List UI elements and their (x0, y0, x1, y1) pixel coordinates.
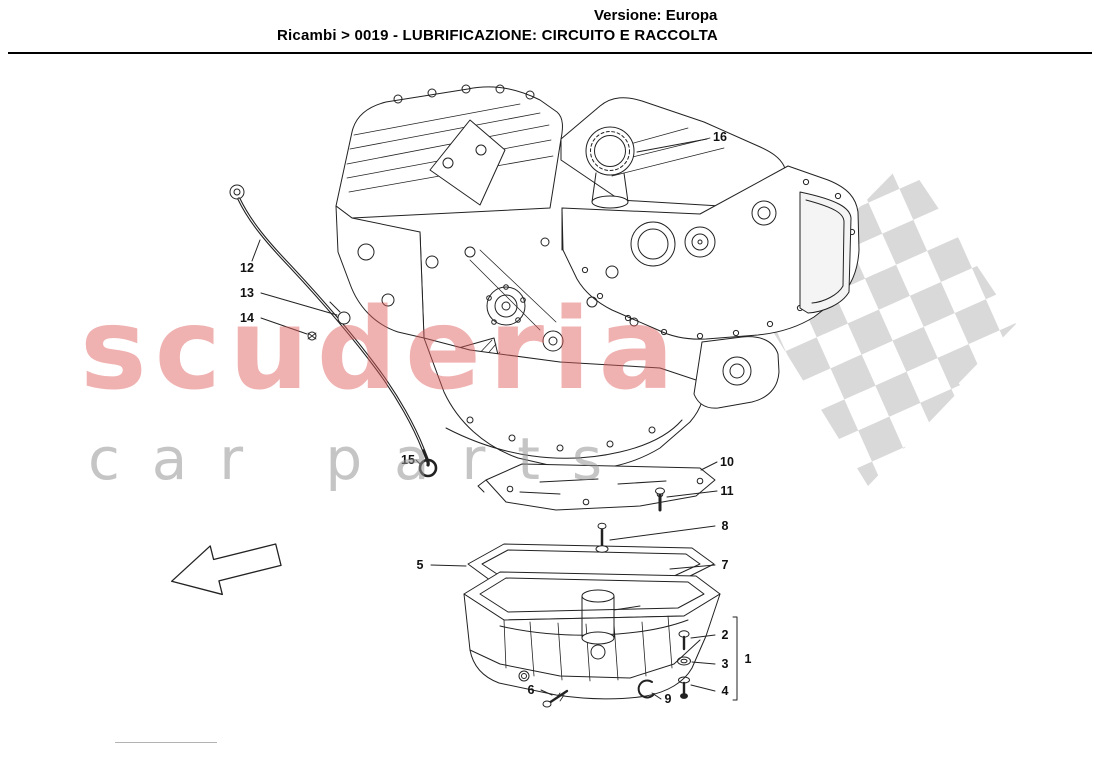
callout-9: 9 (665, 692, 672, 706)
oil-filler-cap (585, 126, 635, 209)
dipstick (229, 184, 438, 478)
callout-1: 1 (745, 652, 752, 666)
leader-3 (691, 661, 716, 665)
fastener-stack (677, 630, 691, 699)
callout-13: 13 (240, 286, 254, 300)
footer-divider (115, 742, 217, 743)
leader-6 (540, 689, 553, 696)
leader-15 (415, 459, 421, 465)
callout-7: 7 (722, 558, 729, 572)
leader-5 (430, 564, 467, 567)
leader-14 (260, 317, 308, 335)
callouts: 16 12 13 14 15 10 11 8 5 7 2 1 3 9 6 4 (240, 130, 751, 706)
engine-front-face (561, 165, 860, 340)
leader-16 (636, 138, 708, 153)
direction-arrow-icon (170, 543, 282, 596)
callout-2: 2 (722, 628, 729, 642)
callout-12: 12 (240, 261, 254, 275)
circlip (637, 679, 655, 699)
bellhousing-lug (693, 336, 780, 409)
version-label: Versione: Europa (594, 7, 718, 24)
header-divider (8, 52, 1092, 54)
leader-8 (609, 525, 716, 541)
leader-11 (666, 490, 718, 498)
leader-10 (700, 461, 718, 471)
leader-9 (651, 692, 662, 700)
left-block-side (335, 205, 425, 339)
callout-5: 5 (417, 558, 424, 572)
baffle-plate (477, 463, 716, 511)
callout-16: 16 (713, 130, 727, 144)
baffle-stud (655, 487, 665, 512)
engine-illustration (170, 84, 860, 708)
drain-bolt (542, 689, 569, 708)
dipstick-loop (418, 458, 438, 478)
leader-4 (690, 684, 716, 692)
callout-14: 14 (240, 311, 254, 325)
leader-7 (669, 564, 716, 570)
callout-8: 8 (722, 519, 729, 533)
callout-4: 4 (722, 684, 729, 698)
leader-13 (260, 292, 338, 316)
callout-11: 11 (720, 484, 733, 498)
lower-crankcase (423, 337, 704, 470)
callout-10: 10 (720, 455, 734, 469)
bracket-1 (732, 616, 738, 701)
left-valve-cover (335, 84, 563, 219)
callout-6: 6 (528, 683, 535, 697)
callout-3: 3 (722, 657, 729, 671)
callout-15: 15 (401, 453, 415, 467)
leader-lines (251, 138, 738, 701)
leader-2 (690, 634, 716, 639)
oil-pump (581, 589, 641, 660)
leader-12 (251, 239, 261, 262)
gasket-bolt (595, 522, 609, 553)
dipstick-clip (337, 311, 351, 325)
page-title: Ricambi > 0019 - LUBRIFICAZIONE: CIRCUIT… (277, 27, 718, 44)
